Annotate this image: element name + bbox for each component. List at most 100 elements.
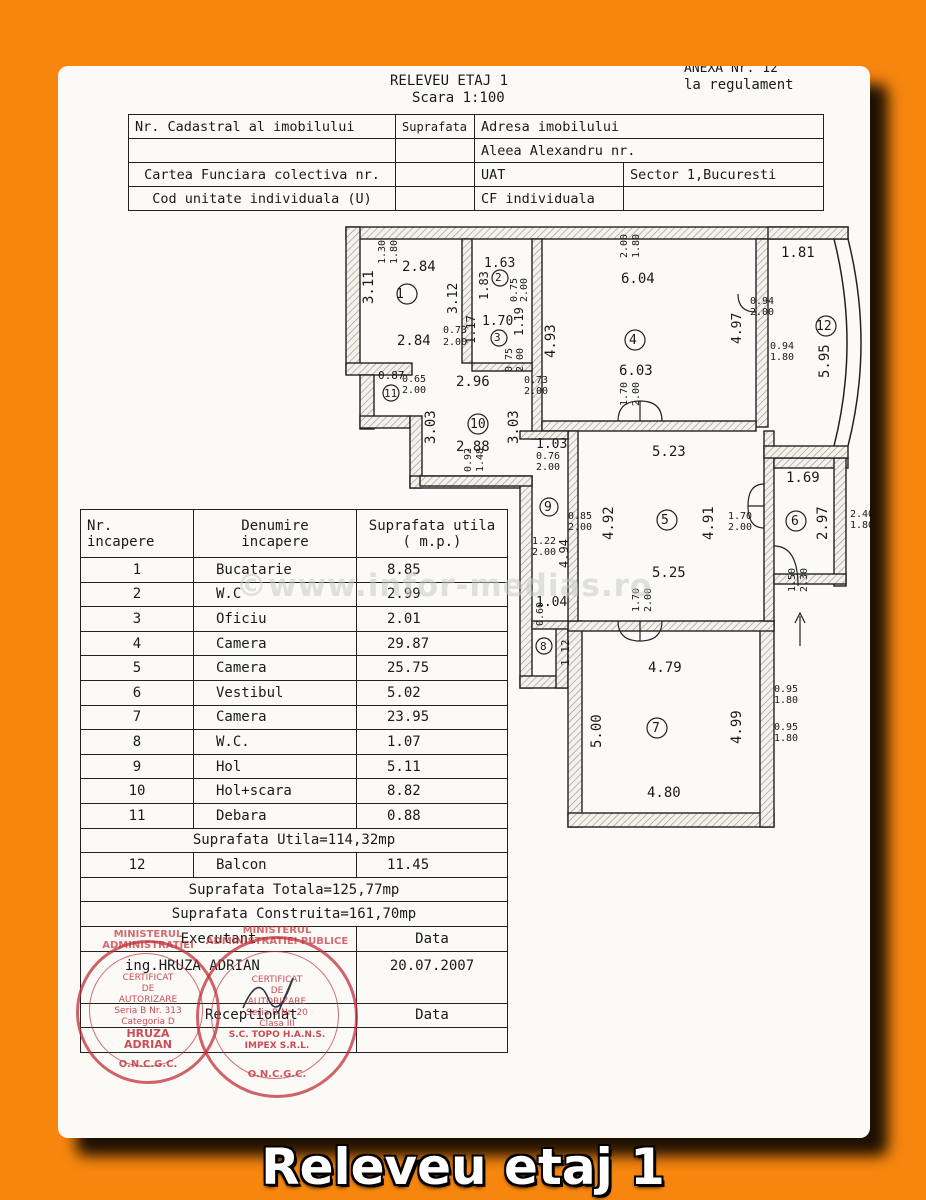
stamp-left: MINISTERUL ADMINISTRATIEI CERTIFICAT DE … bbox=[76, 929, 220, 1084]
room-nr: 4 bbox=[80, 630, 194, 657]
wall bbox=[519, 430, 569, 440]
dim-label: 4.79 bbox=[648, 660, 682, 676]
dim-label: 0.87 bbox=[378, 369, 405, 382]
dim-label: 1.70 bbox=[482, 314, 514, 329]
dim-label: 1.50 bbox=[787, 567, 798, 592]
wall bbox=[531, 238, 543, 440]
wall bbox=[755, 238, 769, 428]
stamp-right-bottom: O.N.C.G.C. bbox=[247, 1069, 307, 1080]
room-nr: 5 bbox=[80, 655, 194, 681]
watermark: ©www.infor-medias.ro bbox=[236, 568, 653, 604]
room-area: 23.95 bbox=[356, 704, 508, 731]
dim-label: 2.00 bbox=[443, 337, 468, 348]
wall bbox=[763, 445, 849, 459]
room-number-6: 6 bbox=[791, 514, 799, 529]
room-marker bbox=[624, 329, 646, 351]
annex-regulation: la regulament bbox=[684, 77, 794, 93]
room-name: Camera bbox=[193, 630, 357, 657]
wall bbox=[833, 457, 847, 587]
dim-label: 2.00 bbox=[532, 547, 557, 558]
scale-label: Scara 1:100 bbox=[412, 90, 505, 106]
dim-label: 4.91 bbox=[701, 506, 717, 540]
room-name: Debara bbox=[193, 802, 357, 829]
wall bbox=[471, 362, 533, 372]
room-marker bbox=[646, 717, 668, 739]
room-name: Camera bbox=[193, 655, 357, 681]
stamp-left-ring: MINISTERUL ADMINISTRATIEI bbox=[102, 929, 194, 951]
cf-individuala-value bbox=[623, 186, 824, 211]
cod-unitate-label: Cod unitate individuala (U) bbox=[128, 186, 396, 211]
dim-label: 1.70 bbox=[619, 381, 630, 406]
dim-label: 2.30 bbox=[799, 567, 810, 592]
room-marker bbox=[656, 509, 678, 531]
stamp-right: MINISTERUL ADMINISTRATIEI PUBLICE CERTIF… bbox=[196, 925, 358, 1098]
room-marker bbox=[396, 283, 418, 305]
room-nr: 7 bbox=[80, 704, 194, 731]
dim-label: 1.19 bbox=[512, 307, 526, 336]
dim-label: 2.00 bbox=[631, 381, 642, 406]
room-area: 2.99 bbox=[356, 581, 508, 608]
wall bbox=[567, 430, 579, 622]
dim-label: 1.12 bbox=[559, 639, 572, 667]
room-name: Hol bbox=[193, 753, 357, 780]
suprafata-label: Suprafata bbox=[395, 114, 475, 139]
stamp-left-line: DE bbox=[141, 984, 155, 994]
entry-arrow-head bbox=[794, 611, 806, 624]
dim-label: 1.03 bbox=[536, 437, 568, 452]
stamp-left-line: Seria B Nr. 313 bbox=[114, 1006, 182, 1016]
dim-label: 4.94 bbox=[557, 539, 571, 568]
executant-date: 20.07.2007 bbox=[356, 950, 508, 1004]
adresa-value: Aleea Alexandru nr. bbox=[474, 138, 824, 163]
room-area: 8.82 bbox=[356, 778, 508, 804]
stamp-left-line: AUTORIZARE bbox=[118, 995, 178, 1005]
wall bbox=[763, 430, 775, 622]
col-denumire-header-line2: incapere bbox=[241, 533, 309, 550]
dim-label: 1.04 bbox=[536, 595, 568, 610]
room-nr: 2 bbox=[80, 581, 194, 608]
col-suprafata-header-line1: Suprafata utila bbox=[368, 517, 496, 534]
dim-label: 3.12 bbox=[446, 282, 461, 314]
room-number-11: 11 bbox=[384, 387, 398, 400]
door-swing bbox=[737, 293, 757, 313]
dim-label: 3.03 bbox=[506, 410, 522, 444]
uat-value: Sector 1,Bucuresti bbox=[623, 162, 824, 187]
stamp-right-line: Seria B Nr. 20 bbox=[246, 1008, 308, 1018]
document-title: RELEVEU ETAJ 1 bbox=[390, 73, 509, 89]
dim-label: 0.60 bbox=[535, 601, 546, 626]
stamp-right-line: CERTIFICAT bbox=[251, 975, 303, 985]
receptionat-date bbox=[356, 1027, 508, 1053]
room-number-8: 8 bbox=[540, 640, 547, 653]
document-sheet: RELEVEU ETAJ 1 Scara 1:100 ANEXA Nr. 12 … bbox=[58, 66, 870, 1138]
room-name: W.C bbox=[193, 581, 357, 608]
room-nr: 11 bbox=[80, 802, 194, 829]
room-name: Camera bbox=[193, 704, 357, 731]
dim-label: 3.03 bbox=[423, 410, 439, 444]
wall bbox=[419, 475, 533, 487]
nr-cadastral-value bbox=[128, 138, 396, 163]
dim-label: 2.88 bbox=[456, 439, 490, 455]
dim-label: 4.93 bbox=[543, 324, 559, 358]
col-nr-header: Nr. incapere bbox=[80, 509, 194, 558]
stamp-right-line: Clasa III bbox=[259, 1019, 295, 1029]
room-marker bbox=[785, 510, 807, 532]
room-marker bbox=[491, 269, 509, 287]
stamp-left-bottom: O.N.C.G.C. bbox=[118, 1059, 178, 1070]
room-number-12: 12 bbox=[816, 319, 832, 334]
cod-unitate-value bbox=[395, 186, 475, 211]
room-number-10: 10 bbox=[470, 417, 486, 432]
suprafata-totala: Suprafata Totala=125,77mp bbox=[80, 876, 508, 903]
wall bbox=[541, 420, 757, 432]
room-marker bbox=[382, 384, 400, 402]
stamp-left-line: CERTIFICAT bbox=[122, 973, 174, 983]
room-number-2: 2 bbox=[495, 271, 502, 284]
dim-label: 0.73 bbox=[443, 325, 468, 336]
wall bbox=[773, 573, 847, 585]
dim-label: 0.94 bbox=[770, 341, 795, 352]
wall bbox=[767, 226, 849, 240]
room-number-7: 7 bbox=[652, 721, 660, 736]
